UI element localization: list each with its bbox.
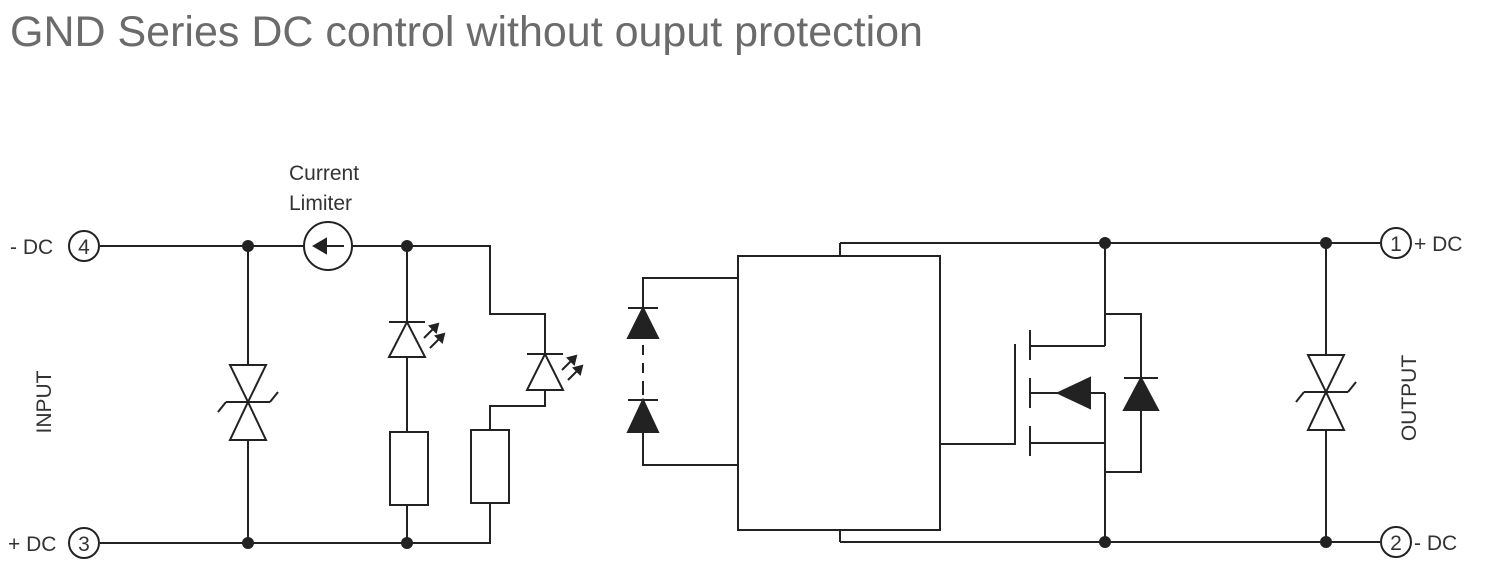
terminal-3-circle <box>68 527 100 559</box>
optocoupler-led-branch <box>468 245 584 544</box>
output-tvs-diode <box>1295 243 1357 542</box>
junction-dots <box>242 237 1332 549</box>
output-mosfet <box>940 243 1106 542</box>
driver-block <box>737 255 941 531</box>
terminal-2-label: - DC <box>1414 532 1457 555</box>
current-limiter-label-line1: Current <box>289 162 359 185</box>
terminal-2-number: 2 <box>1390 532 1402 555</box>
mosfet-body-diode <box>1105 313 1160 473</box>
input-label: INPUT <box>33 370 56 433</box>
terminal-3-number: 3 <box>78 533 90 556</box>
terminal-4-label: - DC <box>10 236 53 259</box>
terminal-4-circle <box>68 230 100 262</box>
current-limiter-label-line2: Limiter <box>289 192 352 215</box>
output-label: OUTPUT <box>1398 355 1421 442</box>
indicator-led-branch <box>387 246 446 543</box>
terminal-1-label: + DC <box>1414 233 1462 256</box>
diagram-title: GND Series DC control without ouput prot… <box>10 8 923 56</box>
current-limiter-symbol <box>303 221 353 271</box>
terminal-2-circle <box>1380 526 1412 558</box>
terminal-4-number: 4 <box>78 236 90 259</box>
terminal-3-label: + DC <box>8 533 56 556</box>
input-tvs-diode <box>217 246 279 543</box>
terminal-1-number: 1 <box>1390 233 1402 256</box>
terminal-1-circle <box>1380 227 1412 259</box>
photovoltaic-diode-stack <box>626 277 738 466</box>
